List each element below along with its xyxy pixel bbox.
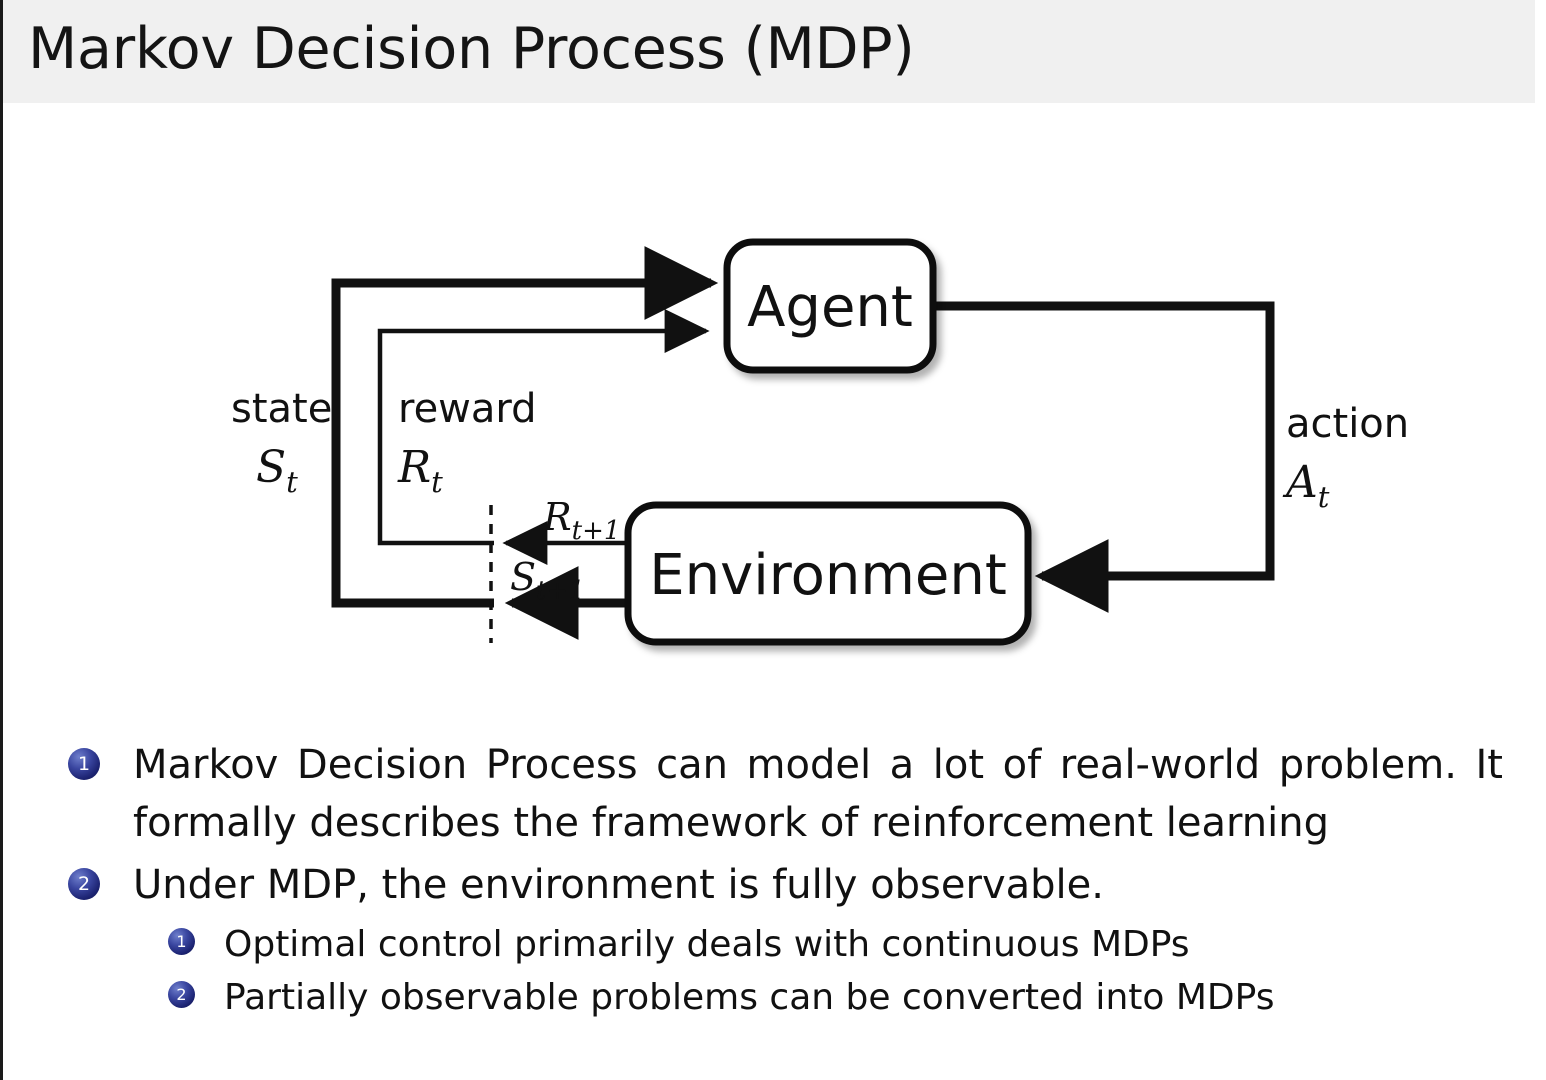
agent-box-label: Agent bbox=[747, 275, 913, 340]
bullet-marker: 1 bbox=[68, 748, 100, 780]
environment-box-label: Environment bbox=[649, 543, 1007, 608]
action-connector bbox=[933, 301, 1275, 613]
agent-environment-diagram: Agent Environment state St reward Rt act… bbox=[231, 238, 1409, 646]
bullet-list: 1 Markov Decision Process can model a lo… bbox=[0, 736, 1546, 1024]
bullet-text: Markov Decision Process can model a lot … bbox=[133, 742, 1503, 846]
reward-label-word: reward bbox=[398, 386, 537, 432]
page-title: Markov Decision Process (MDP) bbox=[28, 16, 915, 82]
left-edge-rule bbox=[0, 0, 3, 1080]
bullet-marker: 1 bbox=[168, 928, 195, 955]
bullet-marker: 2 bbox=[68, 868, 100, 900]
slide-header-band bbox=[3, 0, 1535, 103]
environment-box bbox=[624, 501, 1032, 646]
list-item: 2 Under MDP, the environment is fully ob… bbox=[0, 856, 1546, 914]
reward-label-symbol: Rt bbox=[397, 442, 443, 499]
reward-connector bbox=[377, 308, 710, 546]
list-item: 2 Partially observable problems can be c… bbox=[0, 971, 1546, 1024]
bullet-text: Optimal control primarily deals with con… bbox=[224, 924, 1190, 965]
bullet-text: Under MDP, the environment is fully obse… bbox=[133, 862, 1104, 908]
next-state-label: St+1 bbox=[510, 555, 585, 606]
list-item: 1 Markov Decision Process can model a lo… bbox=[0, 736, 1546, 852]
action-label-word: action bbox=[1286, 401, 1409, 447]
action-label-symbol: At bbox=[1282, 457, 1330, 514]
state-label-word: state bbox=[231, 386, 332, 432]
state-label-symbol: St bbox=[256, 442, 298, 499]
agent-box bbox=[723, 238, 937, 374]
state-connector bbox=[331, 246, 719, 608]
bullet-text: Partially observable problems can be con… bbox=[224, 977, 1275, 1018]
list-item: 1 Optimal control primarily deals with c… bbox=[0, 918, 1546, 971]
bullet-marker: 2 bbox=[168, 981, 195, 1008]
next-reward-label: Rt+1 bbox=[542, 495, 620, 546]
